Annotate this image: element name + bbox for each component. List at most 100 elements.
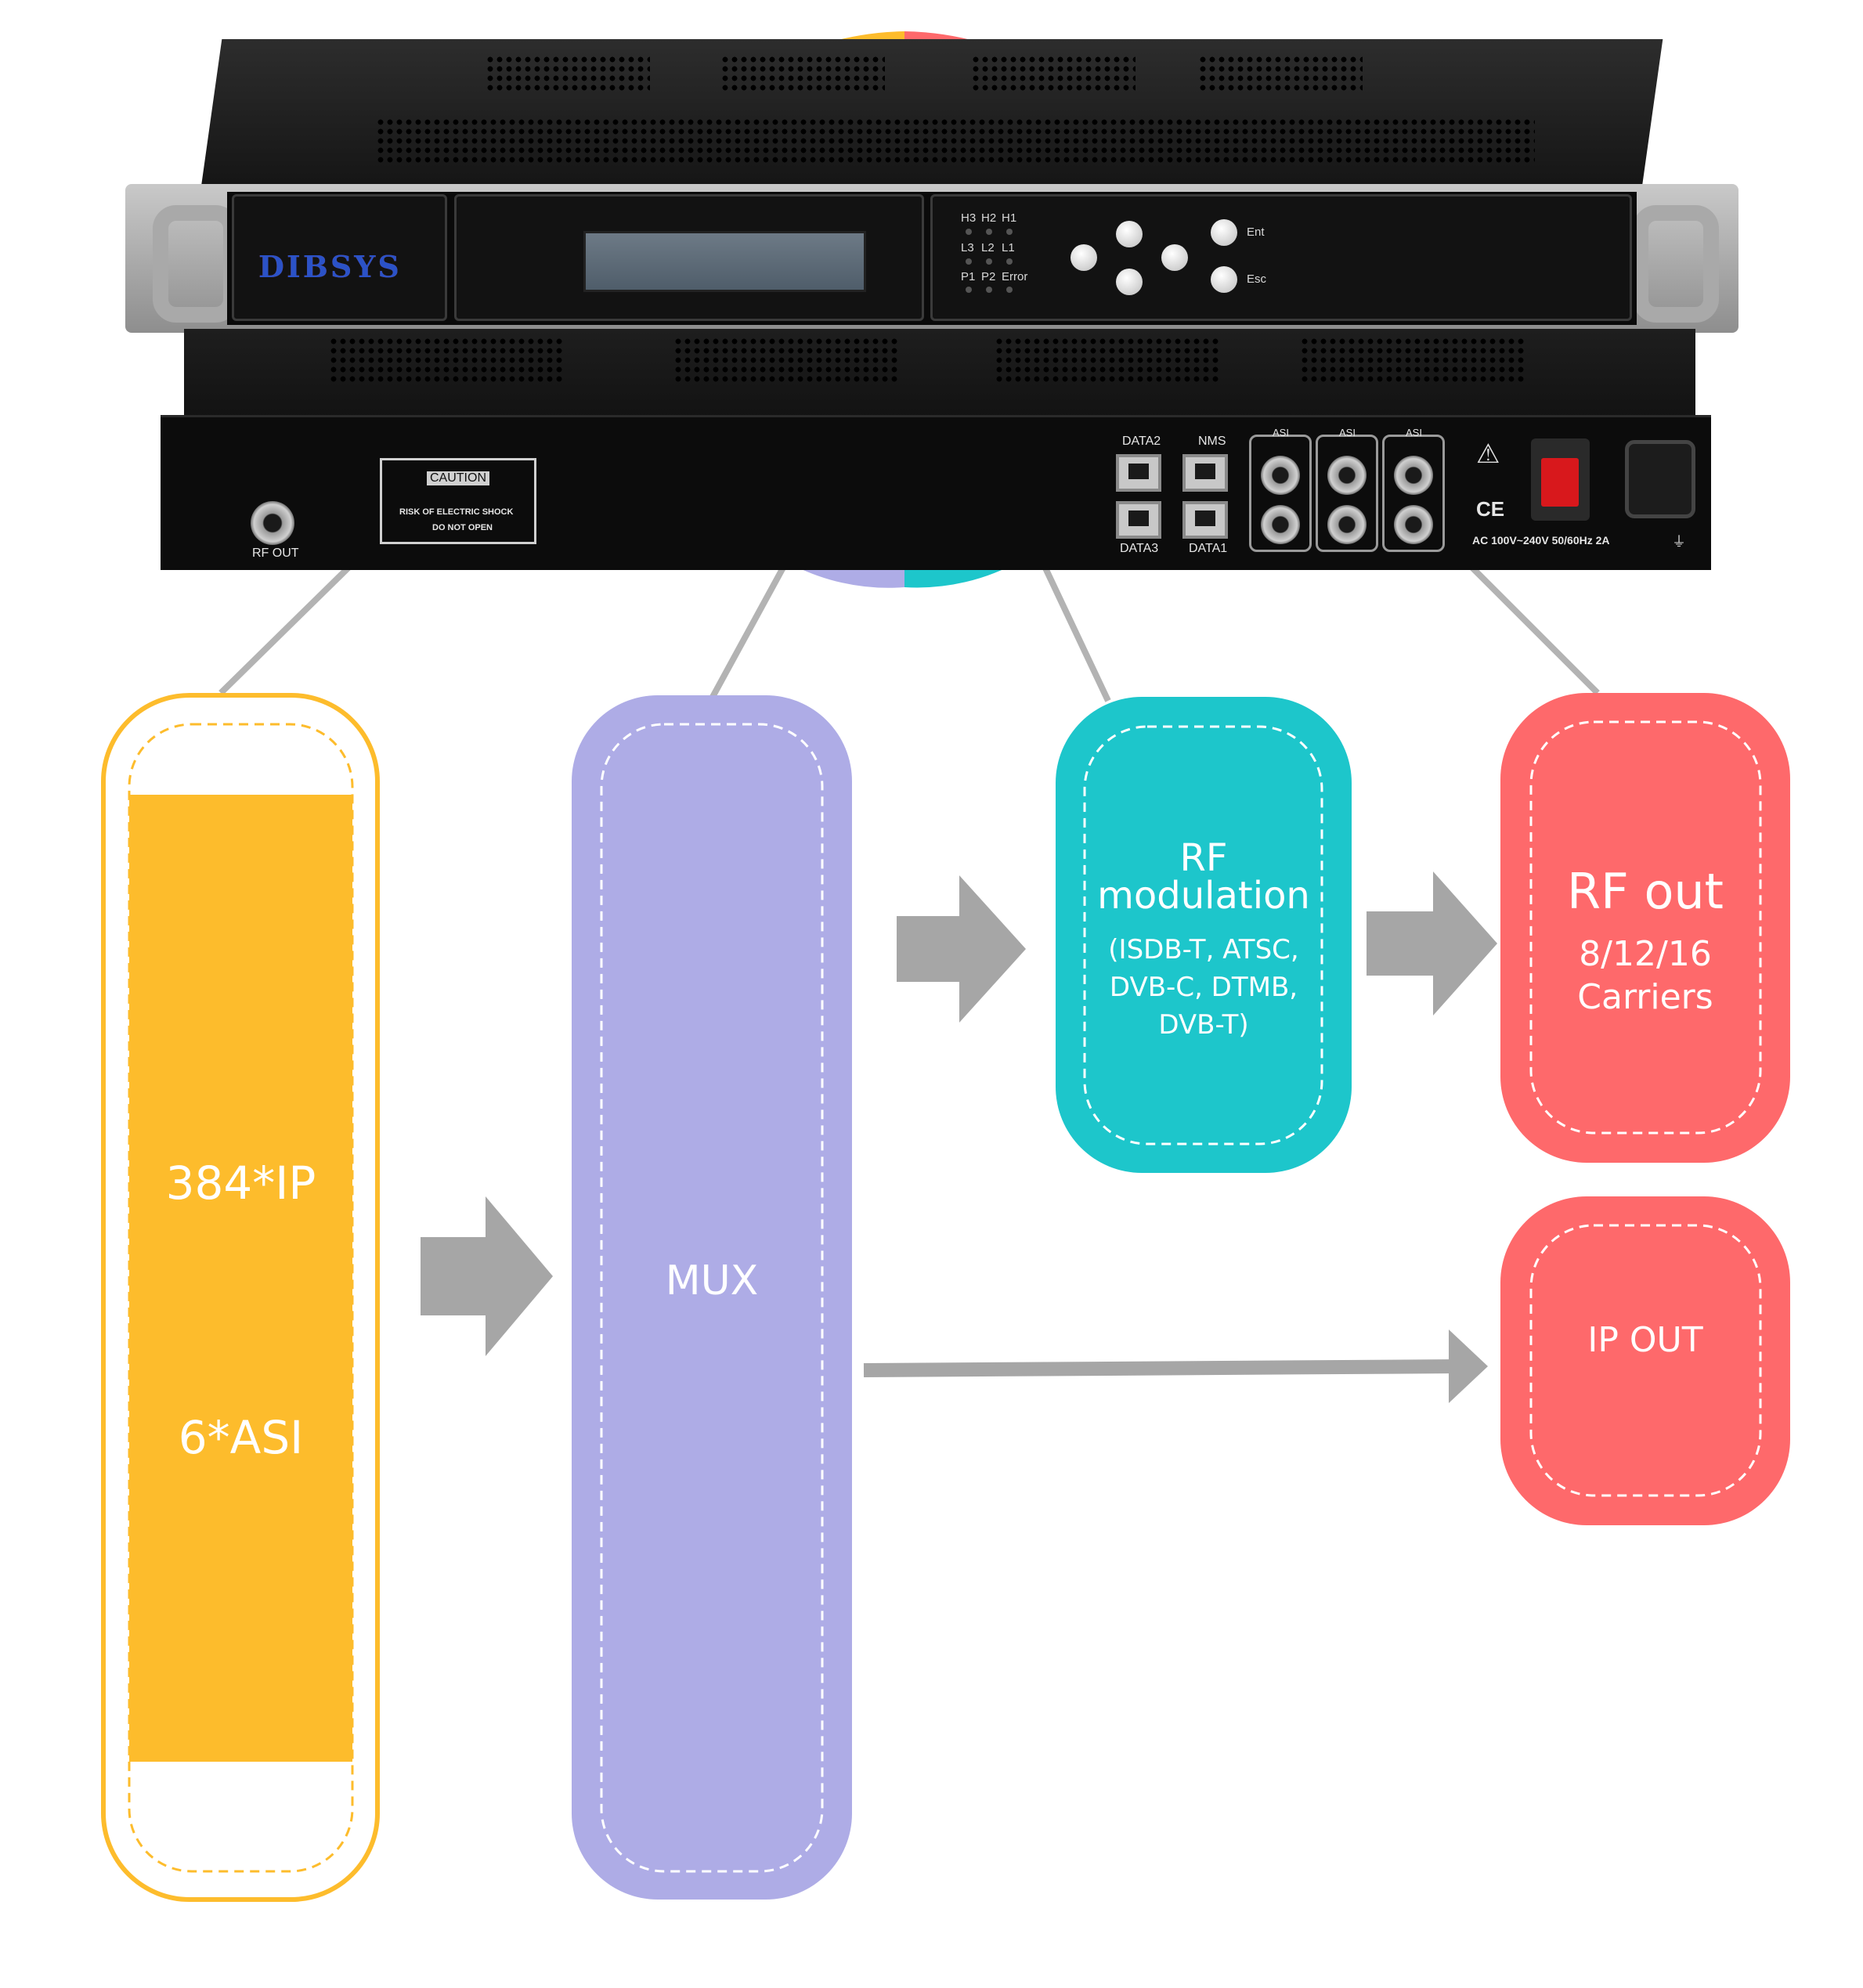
- vent-grille: [329, 337, 564, 384]
- led-indicator: [986, 229, 992, 235]
- left-handle: [153, 205, 239, 323]
- data3-label: DATA3: [1120, 542, 1159, 555]
- led-indicator: [966, 258, 972, 265]
- caution-line1: RISK OF ELECTRIC SHOCK: [399, 507, 514, 517]
- led-label-p1: P1: [961, 270, 976, 283]
- data1-port[interactable]: [1182, 501, 1228, 539]
- rf-out-sub-line2: Carriers: [1577, 977, 1713, 1017]
- asi-group-2: [1316, 435, 1378, 552]
- led-label-l2: L2: [981, 241, 995, 254]
- rf-out-block-dashed: [1529, 720, 1762, 1135]
- asi-bnc-connector[interactable]: [1394, 456, 1433, 495]
- modulation-title-line1: RF: [1179, 836, 1228, 880]
- nav-left-button[interactable]: [1071, 244, 1097, 271]
- connector-line-input: [218, 561, 355, 695]
- warning-icon: ⚠: [1476, 438, 1500, 470]
- asi-group-1: [1249, 435, 1312, 552]
- ip-out-label: IP OUT: [1587, 1320, 1703, 1360]
- input-asi-label: 6*ASI: [178, 1411, 304, 1464]
- nav-down-button[interactable]: [1116, 269, 1143, 295]
- rf-out-title: RF out: [1567, 863, 1724, 920]
- rf-out-sub-line1: 8/12/16: [1579, 934, 1712, 974]
- rear-panel: [161, 415, 1711, 570]
- nav-up-button[interactable]: [1116, 221, 1143, 247]
- led-label-h3: H3: [961, 211, 977, 225]
- led-indicator: [966, 229, 972, 235]
- power-inlet[interactable]: [1625, 440, 1695, 518]
- vent-grille: [673, 337, 901, 384]
- vent-grille: [486, 55, 650, 94]
- modulation-sub-line1: (ISDB-T, ATSC,: [1108, 934, 1299, 965]
- mux-label: MUX: [665, 1257, 759, 1304]
- mux-block: [572, 695, 852, 1900]
- modulation-block: [1056, 697, 1352, 1173]
- rf-out-connector[interactable]: [251, 501, 294, 545]
- connector-line-modulation: [1038, 558, 1111, 702]
- ce-mark: CE: [1476, 497, 1505, 521]
- brand-section: [232, 194, 447, 321]
- arrow-input-to-mux: [421, 1196, 553, 1356]
- led-label-error: Error: [1002, 270, 1028, 283]
- input-block-fill: [129, 795, 352, 1762]
- led-label-h1: H1: [1002, 211, 1017, 225]
- asi-bnc-connector[interactable]: [1261, 456, 1300, 495]
- arrow-mux-to-ipout-line: [863, 1359, 1461, 1377]
- rf-out-port-label: RF OUT: [252, 547, 299, 560]
- vent-grille: [1300, 337, 1527, 384]
- led-indicator: [1006, 229, 1013, 235]
- nms-label: NMS: [1198, 435, 1226, 448]
- asi-bnc-connector[interactable]: [1261, 505, 1300, 544]
- input-ip-label: 384*IP: [165, 1156, 316, 1210]
- vent-grille: [995, 337, 1222, 384]
- data2-label: DATA2: [1122, 435, 1161, 448]
- led-indicator: [1006, 258, 1013, 265]
- vent-grille: [1198, 55, 1363, 94]
- nms-port[interactable]: [1182, 454, 1228, 492]
- enter-button[interactable]: [1211, 219, 1237, 246]
- led-label-l3: L3: [961, 241, 974, 254]
- asi-bnc-connector[interactable]: [1327, 505, 1367, 544]
- enter-label: Ent: [1247, 225, 1265, 239]
- rf-out-block: [1500, 693, 1790, 1163]
- arrow-mux-to-modulation: [897, 875, 1026, 1023]
- connector-line-rfout: [1462, 557, 1600, 695]
- led-indicator: [1006, 287, 1013, 293]
- led-label-h2: H2: [981, 211, 997, 225]
- data2-port[interactable]: [1116, 454, 1161, 492]
- asi-bnc-connector[interactable]: [1327, 456, 1367, 495]
- control-section: [930, 194, 1632, 321]
- nav-right-button[interactable]: [1161, 244, 1188, 271]
- vent-grille: [971, 55, 1135, 94]
- ground-icon: ⏚: [1672, 534, 1686, 550]
- led-label-p2: P2: [981, 270, 996, 283]
- data1-label: DATA1: [1189, 542, 1228, 555]
- ip-out-block: [1500, 1196, 1790, 1525]
- caution-line2: DO NOT OPEN: [432, 523, 493, 532]
- arrow-modulation-to-rfout: [1367, 871, 1497, 1016]
- asi-group-3: [1382, 435, 1445, 552]
- caution-label: [380, 458, 536, 544]
- arrow-mux-to-ipout-head: [1449, 1330, 1488, 1403]
- modulation-sub-line2: DVB-C, DTMB,: [1109, 972, 1298, 1003]
- led-indicator: [966, 287, 972, 293]
- led-indicator: [986, 258, 992, 265]
- modulation-title-line2: modulation: [1097, 874, 1310, 918]
- vent-grille: [720, 55, 885, 94]
- escape-button[interactable]: [1211, 266, 1237, 293]
- led-indicator: [986, 287, 992, 293]
- caution-title: CAUTION: [427, 471, 489, 485]
- asi-label-2: ASI: [1339, 427, 1356, 438]
- data3-port[interactable]: [1116, 501, 1161, 539]
- modulation-block-dashed: [1083, 725, 1323, 1146]
- asi-label-1: ASI: [1273, 427, 1289, 438]
- chassis-top: [200, 39, 1663, 188]
- brand-logo: DIBSYS: [258, 249, 402, 284]
- power-rating-label: AC 100V~240V 50/60Hz 2A: [1472, 534, 1610, 547]
- asi-bnc-connector[interactable]: [1394, 505, 1433, 544]
- right-handle: [1633, 205, 1719, 323]
- mux-block-dashed: [600, 723, 824, 1873]
- power-switch[interactable]: [1541, 458, 1579, 507]
- lcd-display: [583, 231, 866, 292]
- asi-label-3: ASI: [1406, 427, 1422, 438]
- led-label-l1: L1: [1002, 241, 1015, 254]
